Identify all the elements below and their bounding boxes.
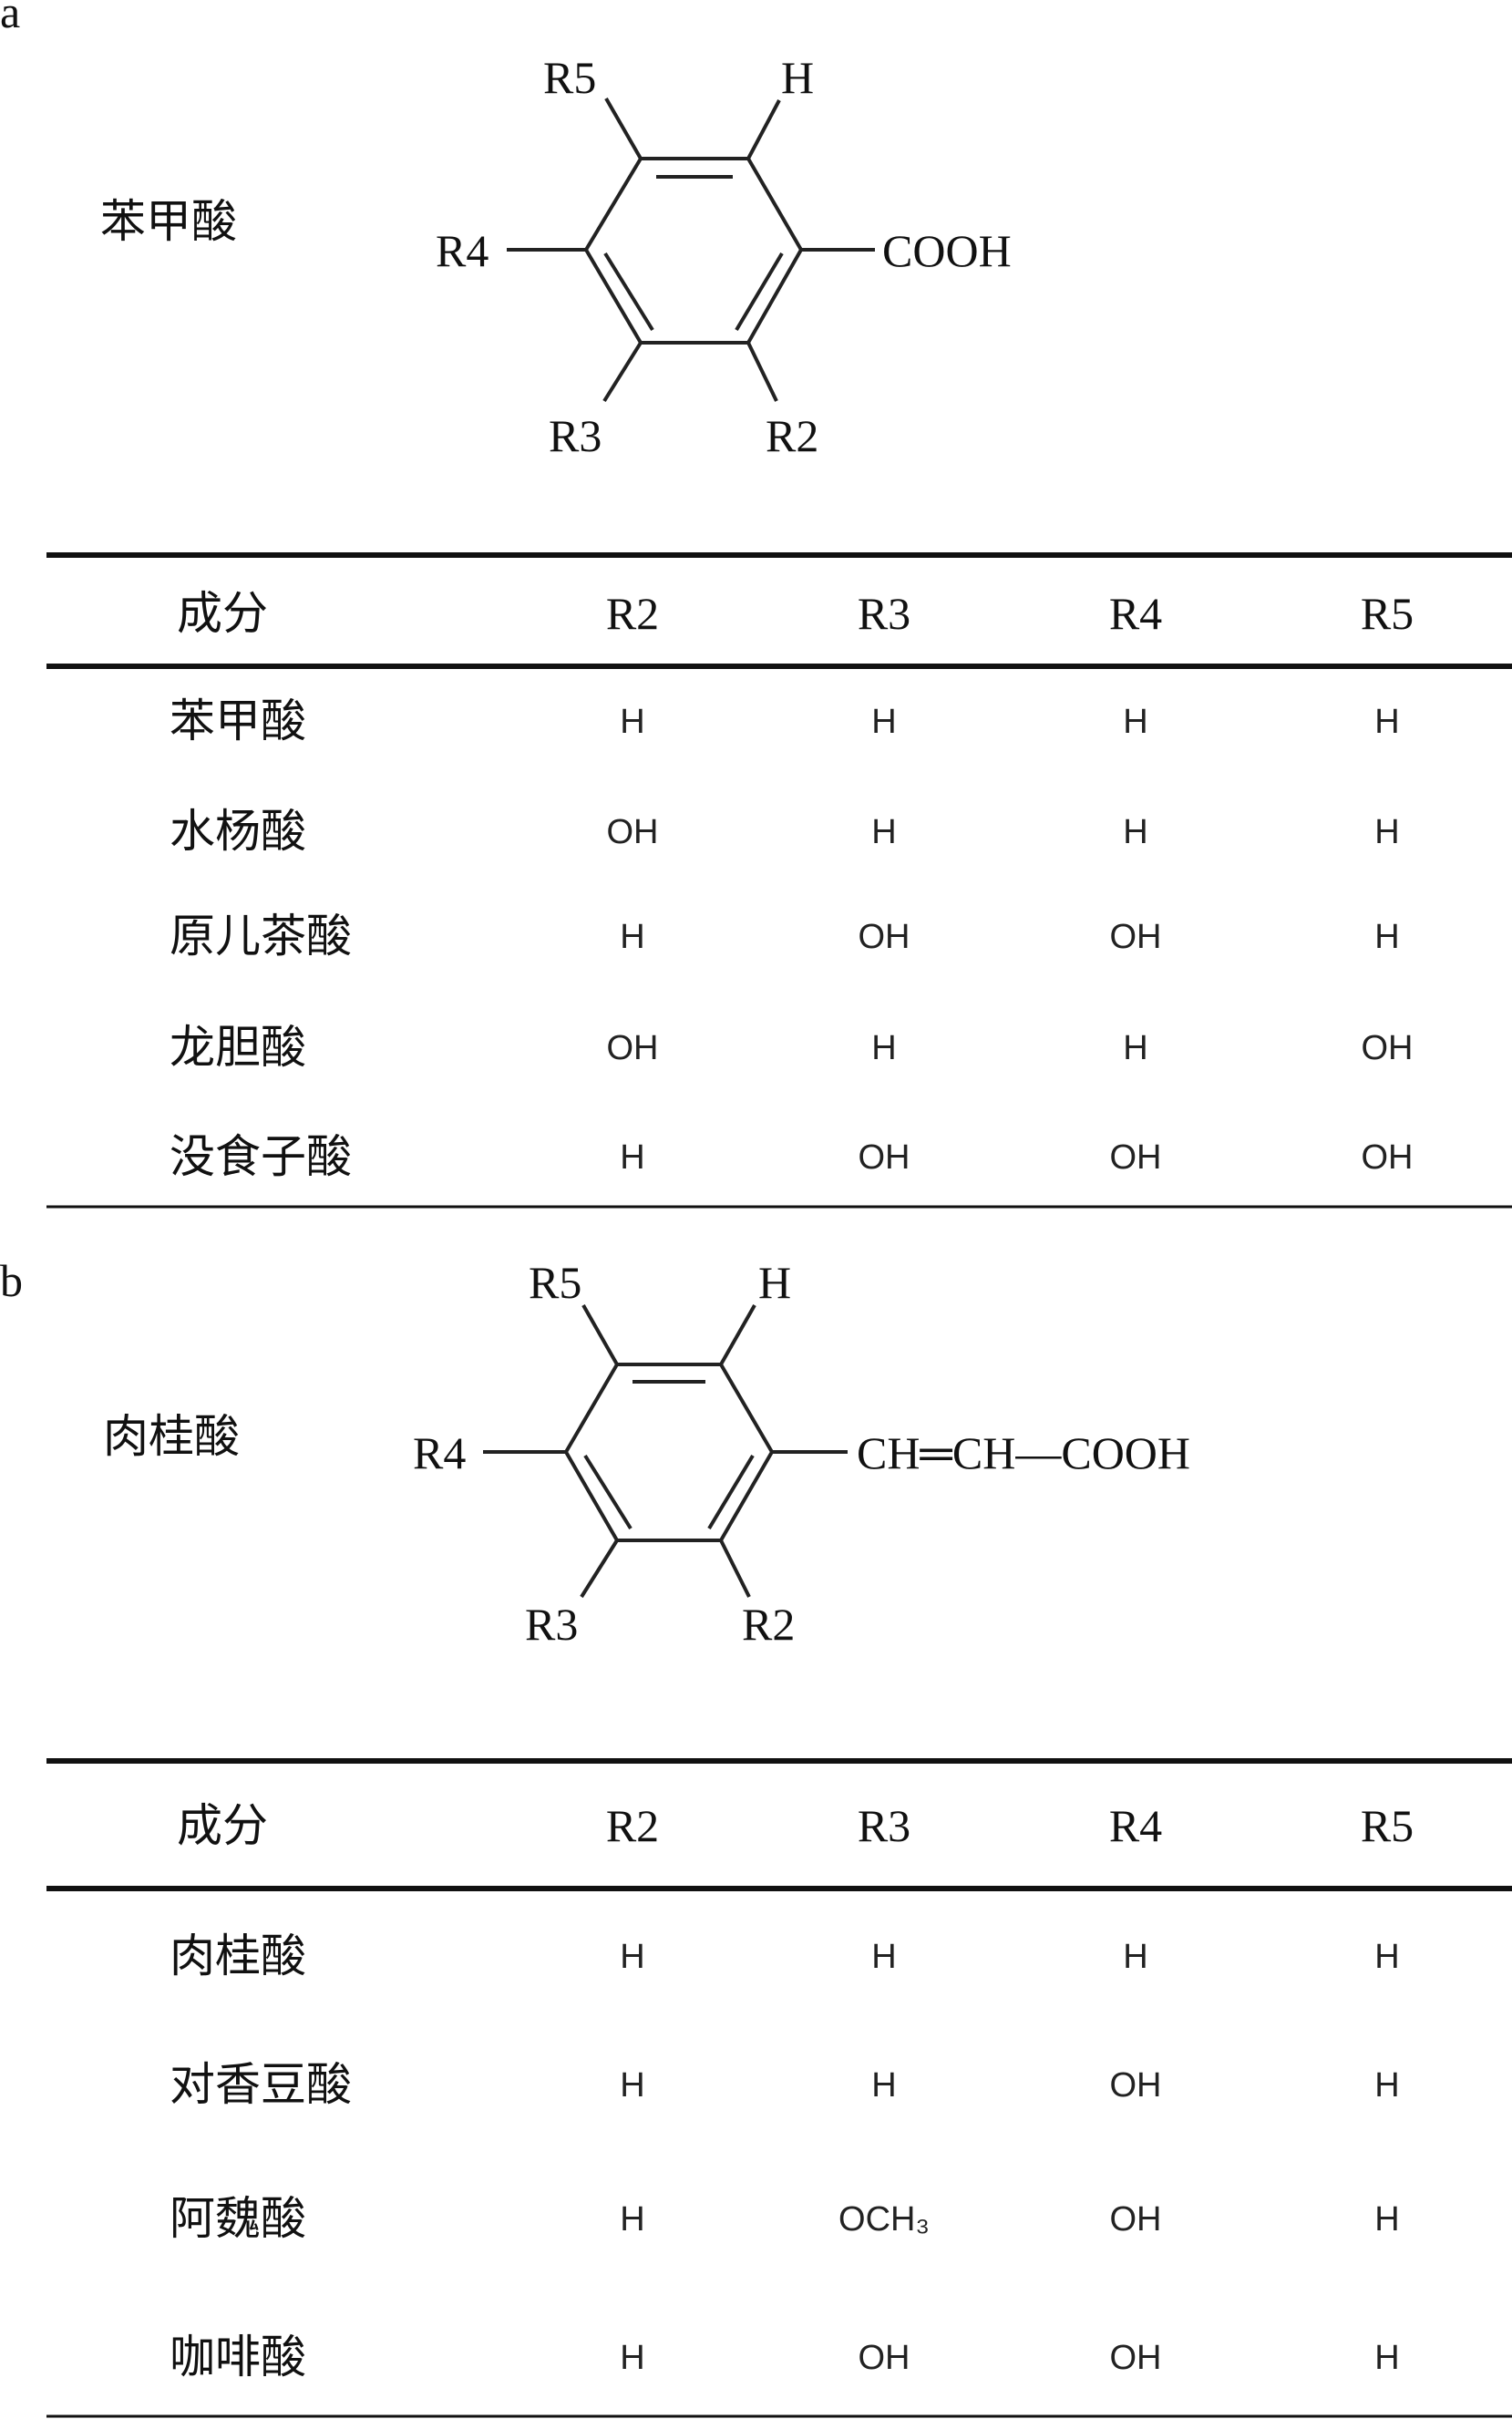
substituent-cell: H bbox=[1123, 813, 1147, 851]
substituent-cell: OH bbox=[1110, 2066, 1162, 2105]
substituent-table-a: 成分 R2 R3 R4 R5 苯甲酸 H H H H 水杨酸 OH H H H 原儿茶酸 H OH OH H 龙胆酸 OH… bbox=[46, 552, 1512, 1209]
column-header: R4 bbox=[1109, 588, 1162, 639]
substituent-cell: H bbox=[871, 703, 896, 741]
compound-cell: 对香豆酸 bbox=[170, 2058, 352, 2111]
column-header: R5 bbox=[1361, 588, 1414, 639]
label-h: H bbox=[781, 52, 814, 103]
column-header: R3 bbox=[858, 1800, 910, 1851]
label-r2: R2 bbox=[766, 410, 818, 461]
substituent-cell: H bbox=[1123, 1938, 1147, 1976]
column-header: R2 bbox=[606, 588, 659, 639]
substituent-cell: H bbox=[1374, 2066, 1399, 2105]
substituent-cell: H bbox=[1374, 703, 1399, 741]
substituent-cell: OH bbox=[1362, 1138, 1414, 1177]
label-r5: R5 bbox=[529, 1257, 581, 1308]
table-row: 肉桂酸 H H H H bbox=[170, 1930, 1400, 1982]
substituent-cell: OH bbox=[1110, 1138, 1162, 1177]
substituent-cell: OCH₃ bbox=[838, 2200, 930, 2239]
substituent-cell: OH bbox=[1362, 1029, 1414, 1067]
table-row: 原儿茶酸 H OH OH H bbox=[170, 910, 1400, 962]
substituent-cell: H bbox=[871, 1029, 896, 1067]
substituent-cell: H bbox=[871, 1938, 896, 1976]
column-header: 成分 bbox=[177, 1799, 268, 1852]
substituent-cell: OH bbox=[1110, 2200, 1162, 2239]
substituent-cell: OH bbox=[607, 1029, 659, 1067]
table-row: 咖啡酸 H OH OH H bbox=[170, 2331, 1400, 2383]
substituent-cell: H bbox=[1123, 703, 1147, 741]
compound-cell: 咖啡酸 bbox=[170, 2331, 306, 2383]
substituent-cell: H bbox=[1123, 1029, 1147, 1067]
substituent-cell: OH bbox=[1110, 918, 1162, 956]
label-r3: R3 bbox=[549, 410, 602, 461]
column-header: R2 bbox=[606, 1800, 659, 1851]
label-r4: R4 bbox=[436, 225, 489, 276]
substituent-cell: H bbox=[871, 2066, 896, 2105]
label-r5: R5 bbox=[543, 52, 596, 103]
column-header: R4 bbox=[1109, 1800, 1162, 1851]
table-row: 水杨酸 OH H H H bbox=[170, 805, 1400, 858]
panel-letter: a bbox=[0, 0, 20, 37]
substituent-cell: H bbox=[620, 703, 644, 741]
substituent-cell: H bbox=[1374, 2339, 1399, 2377]
substituent-cell: H bbox=[1374, 1938, 1399, 1976]
table-row: 苯甲酸 H H H H bbox=[170, 695, 1400, 747]
column-header: 成分 bbox=[177, 587, 268, 640]
label-substituent: COOH bbox=[882, 225, 1012, 276]
compound-name: 苯甲酸 bbox=[100, 195, 237, 248]
substituent-cell: OH bbox=[1110, 2339, 1162, 2377]
substituent-cell: H bbox=[620, 1938, 644, 1976]
substituent-cell: H bbox=[620, 1138, 644, 1177]
substituent-cell: H bbox=[871, 813, 896, 851]
compound-cell: 水杨酸 bbox=[170, 805, 306, 858]
benzene-ring bbox=[483, 1304, 848, 1599]
label-substituent: CH═CH—COOH bbox=[857, 1427, 1190, 1478]
substituent-cell: H bbox=[1374, 813, 1399, 851]
label-r2: R2 bbox=[742, 1599, 795, 1650]
substituent-cell: H bbox=[620, 2200, 644, 2239]
table-row: 阿魏酸 H OCH₃ OH H bbox=[170, 2192, 1400, 2245]
substituent-cell: H bbox=[620, 918, 644, 956]
substituent-cell: H bbox=[1374, 2200, 1399, 2239]
substituent-cell: OH bbox=[859, 1138, 910, 1177]
substituent-cell: H bbox=[620, 2339, 644, 2377]
label-r4: R4 bbox=[413, 1427, 466, 1478]
panel-letter: b bbox=[0, 1255, 23, 1306]
substituent-cell: OH bbox=[859, 918, 910, 956]
label-r3: R3 bbox=[525, 1599, 578, 1650]
compound-cell: 没食子酸 bbox=[170, 1130, 352, 1183]
substituent-cell: H bbox=[1374, 918, 1399, 956]
compound-cell: 肉桂酸 bbox=[170, 1930, 306, 1982]
label-h: H bbox=[758, 1257, 791, 1308]
column-header: R5 bbox=[1361, 1800, 1414, 1851]
compound-name: 肉桂酸 bbox=[103, 1410, 240, 1463]
table-row: 没食子酸 H OH OH OH bbox=[170, 1130, 1414, 1183]
compound-cell: 苯甲酸 bbox=[170, 695, 306, 747]
table-row: 龙胆酸 OH H H OH bbox=[170, 1021, 1414, 1074]
compound-cell: 龙胆酸 bbox=[170, 1021, 306, 1074]
substituent-cell: OH bbox=[859, 2339, 910, 2377]
substituent-cell: H bbox=[620, 2066, 644, 2105]
substituent-cell: OH bbox=[607, 813, 659, 851]
compound-cell: 原儿茶酸 bbox=[170, 910, 352, 962]
benzene-ring bbox=[507, 98, 875, 403]
table-row: 对香豆酸 H H OH H bbox=[170, 2058, 1400, 2111]
column-header: R3 bbox=[858, 588, 910, 639]
compound-cell: 阿魏酸 bbox=[170, 2192, 306, 2245]
